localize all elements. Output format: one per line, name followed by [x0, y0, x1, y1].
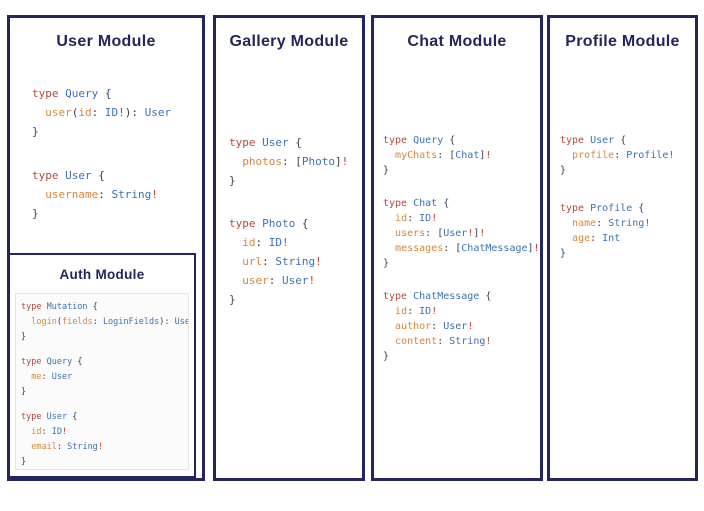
chat-module-title: Chat Module	[407, 33, 507, 50]
code-line: }	[21, 332, 27, 342]
code-line: type Mutation {	[21, 302, 98, 312]
code-line: photos: [Photo]!	[242, 155, 349, 168]
code-line: type Chat {	[383, 198, 450, 209]
code-block: type User { id: ID! email: String!}	[21, 410, 183, 469]
code-line: type Query {	[21, 357, 83, 367]
gallery-module-code: type User { photos: [Photo]!}type Photo …	[229, 133, 348, 333]
code-line: type User {	[32, 169, 105, 182]
chat-module-code: type Query { myChats: [Chat]!}type Chat …	[383, 133, 540, 382]
code-line: type Query {	[383, 135, 456, 146]
code-line: }	[229, 174, 236, 187]
code-line: }	[32, 207, 39, 220]
code-line: author: User!	[395, 321, 474, 332]
code-line: }	[229, 293, 236, 306]
code-line: name: String!	[572, 218, 651, 229]
auth-module-code: type Mutation { login(fields: LoginField…	[15, 293, 189, 470]
auth-module-title: Auth Module	[59, 267, 145, 282]
code-line: login(fields: LoginFields): User	[31, 317, 188, 327]
code-line: content: String!	[395, 336, 492, 347]
code-line: }	[560, 248, 567, 259]
code-block: type Profile { name: String! age: Int}	[560, 201, 674, 261]
code-line: user(id: ID!): User	[45, 106, 172, 119]
code-line: id: ID!	[31, 427, 68, 437]
code-line: }	[383, 258, 390, 269]
code-line: type User {	[229, 136, 302, 149]
code-line: id: ID!	[395, 306, 438, 317]
code-line: }	[32, 125, 39, 138]
code-line: messages: [ChatMessage]!	[395, 243, 540, 254]
code-line: users: [User!]!	[395, 228, 486, 239]
code-block: type Query { user(id: ID!): User}	[32, 84, 171, 141]
code-block: type ChatMessage { id: ID! author: User!…	[383, 289, 540, 364]
code-line: }	[21, 457, 27, 467]
code-line: profile: Profile!	[572, 150, 675, 161]
profile-module-code: type User { profile: Profile!}type Profi…	[560, 133, 674, 284]
code-line: type ChatMessage {	[383, 291, 492, 302]
code-block: type Query { myChats: [Chat]!}	[383, 133, 540, 178]
code-line: type Photo {	[229, 217, 309, 230]
code-line: type Profile {	[560, 203, 645, 214]
code-line: }	[21, 387, 27, 397]
code-line: me: User	[31, 372, 73, 382]
gallery-module-title: Gallery Module	[229, 33, 349, 50]
code-line: }	[383, 351, 390, 362]
code-line: type Query {	[32, 87, 112, 100]
user-module-code: type Query { user(id: ID!): User}type Us…	[32, 84, 171, 248]
code-line: type User {	[560, 135, 627, 146]
code-line: age: Int	[572, 233, 621, 244]
user-module-title: User Module	[56, 33, 156, 50]
code-block: type User { profile: Profile!}	[560, 133, 674, 178]
code-block: type Photo { id: ID! url: String! user: …	[229, 214, 348, 309]
code-block: type Query { me: User}	[21, 355, 183, 400]
code-block: type User { username: String!}	[32, 166, 171, 223]
chat-module-panel: Chat Module type Query { myChats: [Chat]…	[371, 15, 543, 481]
code-block: type Mutation { login(fields: LoginField…	[21, 300, 188, 345]
code-line: username: String!	[45, 188, 158, 201]
profile-module-title: Profile Module	[565, 33, 680, 50]
code-line: id: ID!	[242, 236, 289, 249]
code-line: id: ID!	[395, 213, 438, 224]
gallery-module-panel: Gallery Module type User { photos: [Phot…	[213, 15, 365, 481]
auth-module-panel: Auth Module type Mutation { login(fields…	[8, 253, 196, 478]
profile-module-panel: Profile Module type User { profile: Prof…	[547, 15, 698, 481]
code-line: user: User!	[242, 274, 316, 287]
code-line: myChats: [Chat]!	[395, 150, 492, 161]
code-block: type Chat { id: ID! users: [User!]! mess…	[383, 196, 540, 271]
code-block: type User { photos: [Photo]!}	[229, 133, 348, 190]
user-module-panel: User Module type Query { user(id: ID!): …	[7, 15, 205, 481]
code-line: email: String!	[31, 442, 103, 452]
code-line: url: String!	[242, 255, 322, 268]
code-line: }	[383, 165, 390, 176]
code-line: }	[560, 165, 567, 176]
code-line: type User {	[21, 412, 78, 422]
